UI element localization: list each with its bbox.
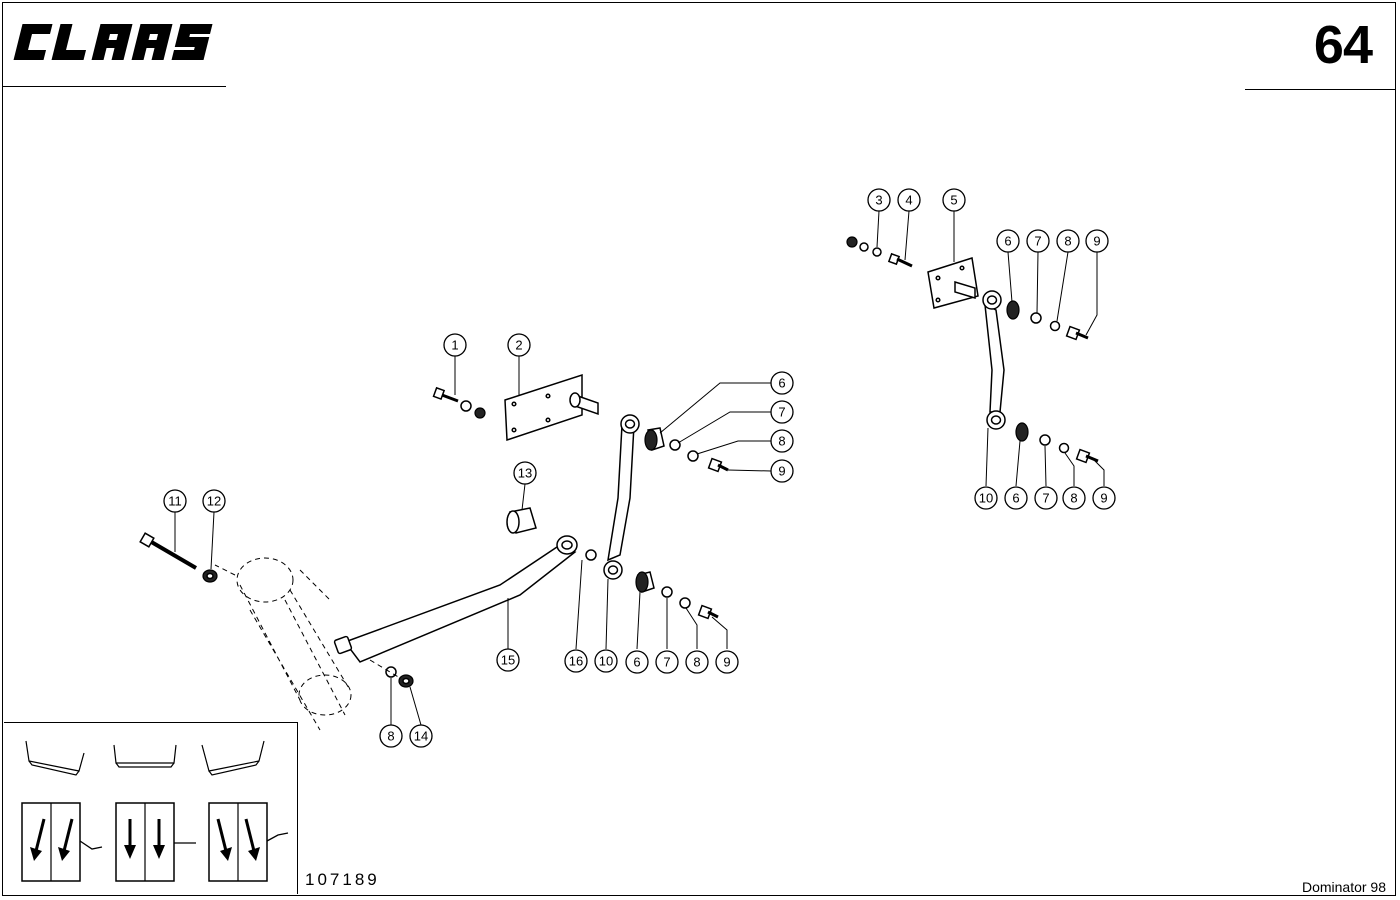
callout-12: 12 [202,489,226,570]
link-arm [603,414,640,580]
orientation-inset [4,722,298,894]
svg-text:9: 9 [778,464,785,479]
svg-text:7: 7 [1034,234,1041,249]
svg-text:15: 15 [501,653,515,668]
svg-text:8: 8 [1064,234,1071,249]
bushing-13 [506,507,537,534]
svg-text:7: 7 [778,405,785,420]
pictogram-straight [115,802,196,882]
callout-r8b: 8 [1062,452,1086,510]
svg-text:6: 6 [1004,234,1011,249]
callout-8-lower: 8 [685,607,709,674]
svg-text:3: 3 [875,193,882,208]
svg-text:10: 10 [979,491,993,506]
svg-text:9: 9 [723,655,730,670]
washer-8-lower [385,666,397,678]
callout-2: 2 [507,333,531,396]
svg-text:16: 16 [569,654,583,669]
drawing-number: 107189 [305,870,380,889]
callout-9-upper: 9 [727,459,794,483]
nut-12 [202,569,218,583]
upper-hardware [644,427,729,473]
callout-r7: 7 [1026,229,1050,314]
right-lower-hardware [1015,422,1099,464]
svg-text:5: 5 [950,193,957,208]
section-sketch-3 [201,740,265,776]
svg-text:10: 10 [599,654,613,669]
lower-hardware [585,549,719,620]
bracket-plate-5 [927,257,979,309]
svg-text:1: 1 [451,338,458,353]
callout-r8: 8 [1056,229,1080,322]
callout-8-upper: 8 [696,429,794,455]
section-sketch-1 [25,740,85,776]
svg-text:6: 6 [778,376,785,391]
svg-text:2: 2 [515,338,522,353]
right-upper-hardware [1006,300,1089,341]
svg-text:14: 14 [414,729,428,744]
callout-6-lower: 6 [625,591,649,674]
svg-text:8: 8 [1070,491,1077,506]
svg-text:7: 7 [663,655,670,670]
svg-text:6: 6 [633,655,640,670]
svg-text:12: 12 [207,494,221,509]
svg-text:9: 9 [1100,491,1107,506]
model-name: Dominator 98 [1301,879,1386,895]
header-rule-left [2,86,226,87]
svg-text:9: 9 [1093,234,1100,249]
callout-8-bottom: 8 [379,678,403,748]
callout-16: 16 [564,559,588,673]
callout-r10: 10 [974,427,998,510]
svg-text:8: 8 [693,655,700,670]
callout-11: 11 [163,489,187,552]
callout-6-upper: 6 [659,371,794,434]
bolt-1 [432,386,486,419]
svg-text:8: 8 [778,434,785,449]
callout-r4: 4 [897,188,921,261]
callout-9-lower: 9 [711,616,739,674]
callout-10-lower: 10 [594,578,618,673]
callout-r9: 9 [1085,229,1109,336]
reference-outline [214,557,352,731]
bolt-11 [139,532,198,570]
svg-text:11: 11 [168,494,182,509]
callout-14: 14 [409,686,433,748]
nut-14 [398,674,414,688]
lever-15 [333,535,578,663]
callout-r7b: 7 [1034,445,1058,510]
callout-13: 13 [513,461,537,511]
callout-r3: 3 [867,188,891,248]
claas-logo [13,24,213,60]
svg-text:8: 8 [387,729,394,744]
callout-r6b: 6 [1004,440,1028,510]
callout-r6: 6 [996,229,1020,303]
svg-text:4: 4 [905,193,912,208]
bracket-plate-2 [504,373,599,442]
pictogram-tilt-left [208,802,289,882]
svg-text:7: 7 [1042,491,1049,506]
svg-text:6: 6 [1012,491,1019,506]
section-sketch-2 [113,744,177,768]
callout-7-lower: 7 [655,598,679,674]
callout-15: 15 [496,598,520,672]
callout-1: 1 [443,333,467,395]
header-rule-right [1245,89,1396,90]
right-link-arm [982,290,1006,430]
orientation-pictograms [21,740,289,882]
pictogram-tilt-right [21,802,103,882]
svg-text:13: 13 [518,466,532,481]
callout-r5: 5 [942,188,966,262]
right-upper-small-hardware [846,236,913,268]
callout-r9b: 9 [1092,459,1116,510]
callout-7-upper: 7 [677,400,794,444]
page-number: 64 [1313,15,1373,75]
